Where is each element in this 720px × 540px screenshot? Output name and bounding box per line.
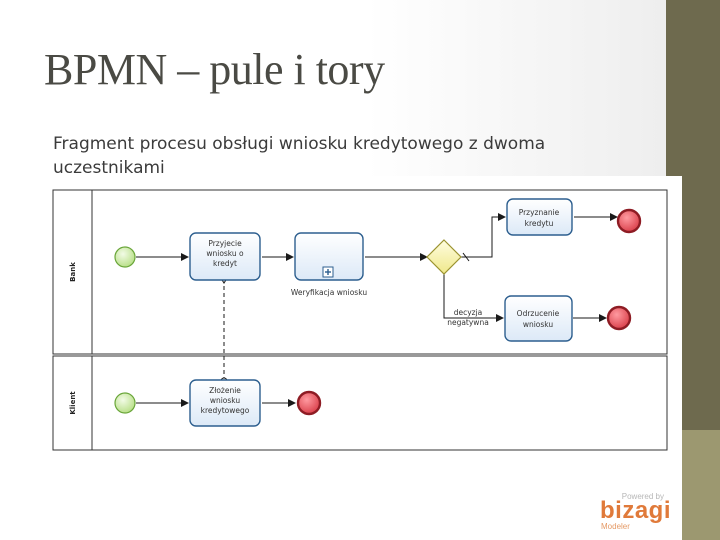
powered-by-label: Powered by — [621, 492, 664, 501]
subprocess-marker-icon — [322, 266, 334, 278]
task-label-line: wniosku — [523, 320, 554, 329]
subprocess-label: Weryfikacja wniosku — [291, 288, 367, 297]
subprocess-weryfikacja-wniosku[interactable]: Weryfikacja wniosku — [291, 232, 367, 297]
start-event-icon[interactable] — [114, 246, 136, 268]
task-przyjecie-wniosku[interactable]: Przyjecie wniosku o kredyt — [189, 232, 261, 281]
task-label-line: kredytu — [525, 219, 554, 228]
flow-label-line: negatywna — [447, 318, 489, 327]
end-event-icon[interactable] — [606, 305, 632, 331]
task-label-line: wniosku o — [206, 249, 244, 258]
sequence-flows-bank — [136, 213, 618, 322]
decorative-side-bar-accent — [681, 430, 720, 540]
task-label-line: Złożenie — [209, 386, 241, 395]
task-label-line: Odrzucenie — [517, 309, 560, 318]
bpmn-diagram: Bank Klient — [52, 176, 682, 540]
task-label-line: wniosku — [210, 396, 241, 405]
task-przyznanie-kredytu[interactable]: Przyznanie kredytu — [506, 198, 573, 236]
task-label-line: Przyjecie — [208, 239, 242, 248]
bizagi-product-label: Modeler — [601, 522, 630, 531]
task-label-line: kredytowego — [201, 406, 250, 415]
lane-label-klient: Klient — [69, 391, 77, 415]
bizagi-logo: bizagi — [600, 497, 672, 524]
bizagi-branding: Powered by bizagi Modeler — [598, 492, 672, 534]
slide-title: BPMN – pule i tory — [44, 45, 385, 94]
end-event-icon[interactable] — [296, 390, 322, 416]
exclusive-gateway-icon[interactable] — [426, 239, 462, 275]
lane-label-bank: Bank — [69, 262, 77, 282]
task-zlozenie-wniosku-kredytowego[interactable]: Złożenie wniosku kredytowego — [189, 379, 261, 427]
end-event-icon[interactable] — [616, 208, 642, 234]
flow-label-decyzja-negatywna: decyzja negatywna — [447, 308, 489, 327]
task-odrzucenie-wniosku[interactable]: Odrzucenie wniosku — [504, 295, 573, 342]
task-label-line: kredyt — [213, 259, 237, 268]
slide-subtitle: Fragment procesu obsługi wniosku kredyto… — [53, 134, 546, 178]
flow-label-line: decyzja — [454, 308, 483, 317]
start-event-icon[interactable] — [114, 392, 136, 414]
task-label-line: Przyznanie — [519, 208, 560, 217]
